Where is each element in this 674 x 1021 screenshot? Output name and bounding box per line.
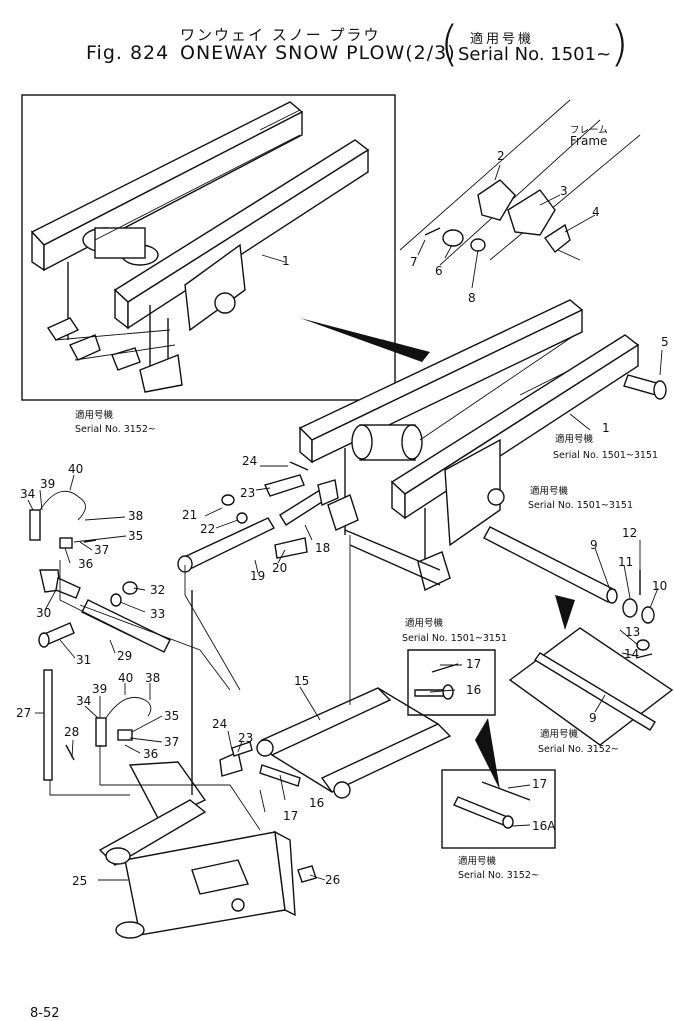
main-serial: Serial No. 1501~3151 — [553, 450, 658, 461]
callout-28: 28 — [64, 725, 79, 739]
callout-14: 14 — [624, 647, 639, 661]
callout-29: 29 — [117, 649, 132, 663]
callout-9-upper: 9 — [590, 538, 598, 552]
callout-13: 13 — [625, 625, 640, 639]
pin-serial-jp: 適用号機 — [530, 485, 569, 497]
callout-38-lower: 38 — [145, 671, 160, 685]
part9b-serial: Serial No. 3152~ — [538, 744, 619, 755]
callout-38-upper: 38 — [128, 509, 143, 523]
inset-serial-jp: 適用号機 — [75, 409, 114, 421]
notes: フレーム Frame 適用号機 Serial No. 3152~ 適用号機 Se… — [75, 125, 658, 881]
callout-33: 33 — [150, 607, 165, 621]
part16-serial: Serial No. 1501~3151 — [402, 633, 507, 644]
callout-17-lower: 17 — [283, 809, 298, 823]
frame-en: Frame — [570, 134, 607, 148]
callout-23-upper: 23 — [240, 486, 255, 500]
callout-15: 15 — [294, 674, 309, 688]
callout-40-upper: 40 — [68, 462, 83, 476]
pin-serial: Serial No. 1501~3151 — [528, 500, 633, 511]
main-frame-drawing — [298, 299, 640, 592]
frame-mount-parts — [399, 99, 641, 266]
callout-5: 5 — [661, 335, 669, 349]
callout-22: 22 — [200, 522, 215, 536]
figure-header: ワンウェイ スノー プラウ Fig. 824 ONEWAY SNOW PLOW(… — [0, 0, 674, 80]
serial-range: Serial No. 1501~ — [458, 44, 612, 65]
bolt-5 — [623, 374, 667, 400]
rod-assembly-left — [29, 490, 171, 653]
callout-17-upper: 17 — [466, 657, 481, 671]
callout-10: 10 — [652, 579, 667, 593]
figure-title: ONEWAY SNOW PLOW(2/3) — [180, 42, 456, 64]
callout-32: 32 — [150, 583, 165, 597]
figure-number: Fig. 824 — [86, 42, 170, 64]
callout-23-lower: 23 — [238, 731, 253, 745]
callout-26: 26 — [325, 873, 340, 887]
frame-jp: フレーム — [570, 125, 608, 136]
callout-19: 19 — [250, 569, 265, 583]
part16a-serial-jp: 適用号機 — [458, 855, 497, 867]
inset-serial: Serial No. 3152~ — [75, 424, 156, 435]
callout-20: 20 — [272, 561, 287, 575]
callout-36-upper: 36 — [78, 557, 93, 571]
callout-numbers: 1 1 2 3 4 5 6 7 8 9 9 10 11 12 13 14 15 … — [16, 149, 669, 888]
callout-9-lower: 9 — [589, 711, 597, 725]
pin-9-inset — [508, 595, 674, 746]
inset-frame-drawing — [30, 101, 370, 393]
close-paren: ) — [610, 16, 629, 72]
rod-assembly-lower — [43, 669, 152, 781]
callout-21: 21 — [182, 508, 197, 522]
part16a-serial: Serial No. 3152~ — [458, 870, 539, 881]
callout-2: 2 — [497, 149, 505, 163]
callout-40-lower: 40 — [118, 671, 133, 685]
callout-16: 16 — [466, 683, 481, 697]
pin-16-box — [407, 649, 500, 790]
arm-15 — [219, 687, 452, 799]
callout-1-main: 1 — [602, 421, 610, 435]
callout-27: 27 — [16, 706, 31, 720]
callout-35-upper: 35 — [128, 529, 143, 543]
callout-37-lower: 37 — [164, 735, 179, 749]
callout-8: 8 — [468, 291, 476, 305]
callout-7: 7 — [410, 255, 418, 269]
part16-serial-jp: 適用号機 — [405, 617, 444, 629]
title-japanese: ワンウェイ スノー プラウ — [180, 26, 381, 44]
callout-31: 31 — [76, 653, 91, 667]
callout-34-upper: 34 — [20, 487, 35, 501]
open-paren: ( — [440, 16, 459, 72]
part9b-serial-jp: 適用号機 — [540, 728, 579, 740]
bracket-25 — [49, 590, 317, 939]
callout-24-upper: 24 — [242, 454, 257, 468]
callout-30: 30 — [36, 606, 51, 620]
link-19-spring-18 — [177, 461, 339, 573]
pin-16A-box — [441, 769, 556, 849]
callout-1-inset: 1 — [282, 254, 290, 268]
callout-11: 11 — [618, 555, 633, 569]
callout-17-box: 17 — [532, 777, 547, 791]
callout-6: 6 — [435, 264, 443, 278]
serial-japanese: 適用号機 — [470, 32, 535, 47]
callout-35-lower: 35 — [164, 709, 179, 723]
main-serial-jp: 適用号機 — [555, 433, 594, 445]
callout-16A: 16A — [532, 819, 556, 833]
callout-16-lower: 16 — [309, 796, 324, 810]
inset-pointer — [300, 318, 430, 362]
inset-box — [21, 94, 396, 401]
callout-34-lower: 34 — [76, 694, 91, 708]
callout-3: 3 — [560, 184, 568, 198]
callout-18: 18 — [315, 541, 330, 555]
callout-24-lower: 24 — [212, 717, 227, 731]
callout-37-upper: 37 — [94, 543, 109, 557]
callout-39-upper: 39 — [40, 477, 55, 491]
callout-25: 25 — [72, 874, 87, 888]
callout-12: 12 — [622, 526, 637, 540]
callout-39-lower: 39 — [92, 682, 107, 696]
pin-9-upper — [483, 526, 655, 659]
page-number: 8-52 — [30, 1006, 60, 1021]
connection-lines — [59, 249, 581, 705]
callout-4: 4 — [592, 205, 600, 219]
leader-lines — [27, 164, 663, 881]
callout-36-lower: 36 — [143, 747, 158, 761]
